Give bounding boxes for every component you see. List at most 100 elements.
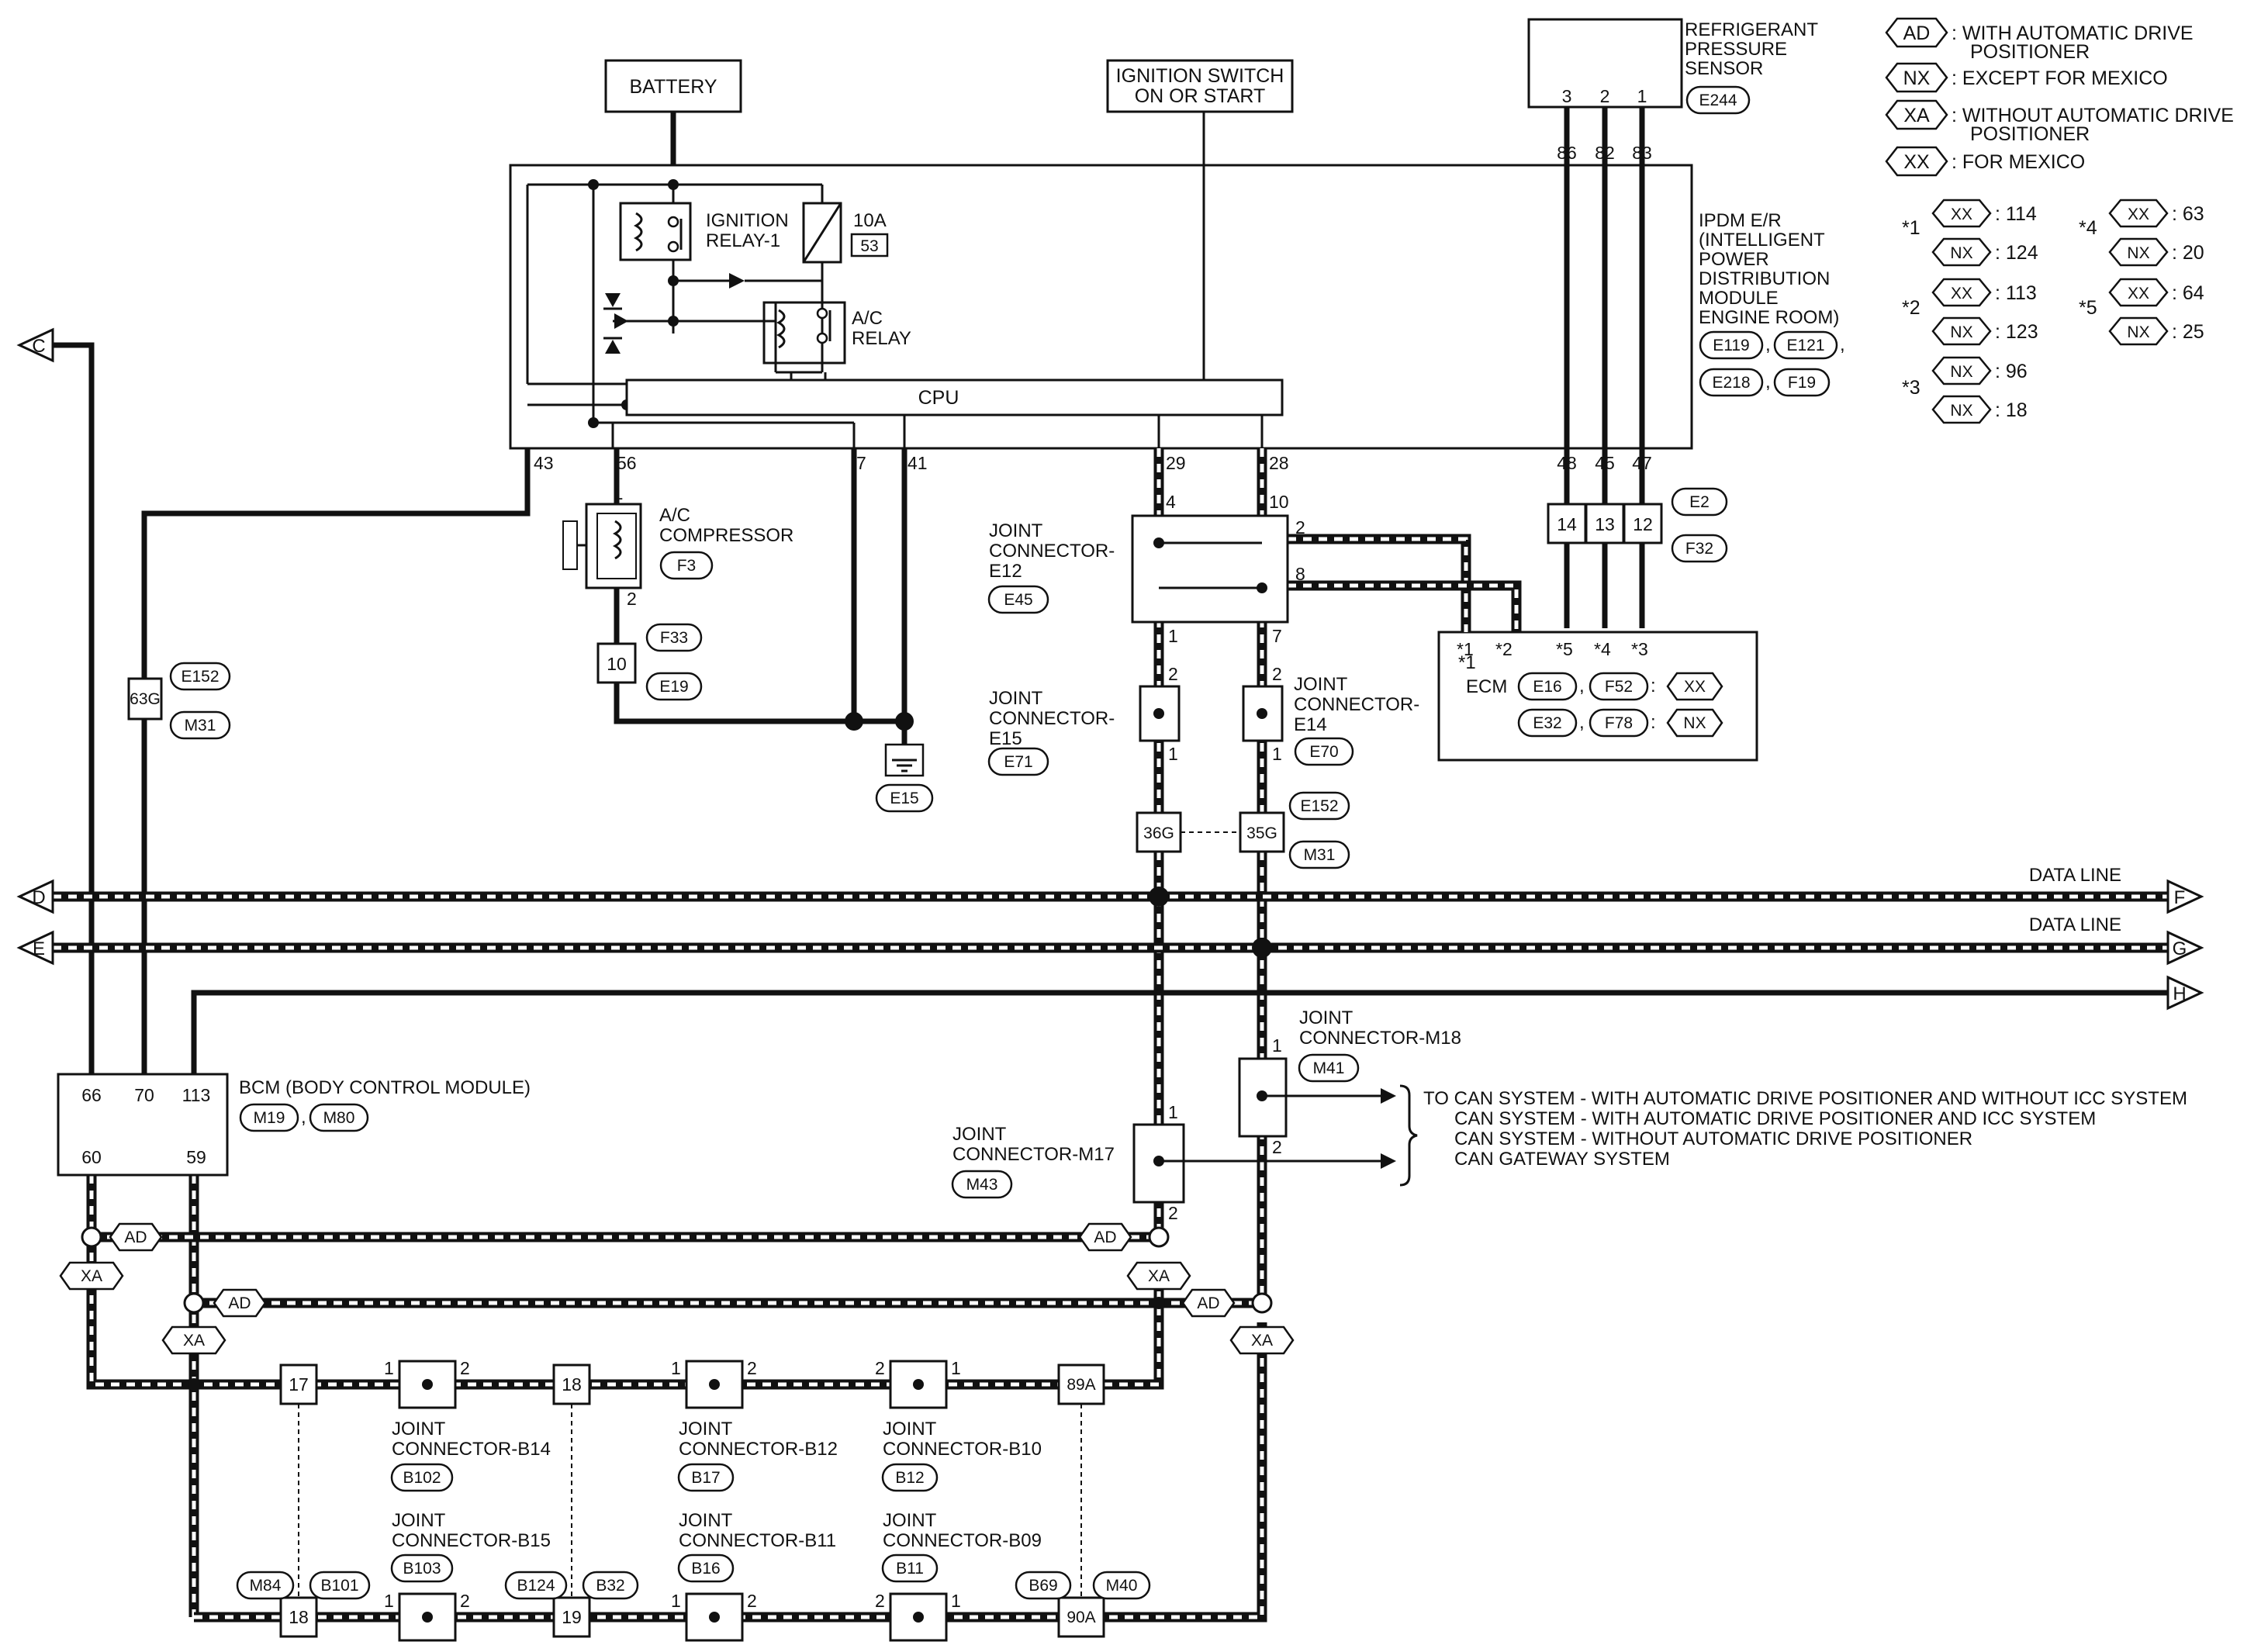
svg-text:XX: XX (2128, 285, 2149, 302)
connector-e119: E119 (1699, 330, 1764, 360)
svg-text:F32: F32 (1685, 540, 1713, 558)
svg-text:,: , (1765, 372, 1771, 392)
svg-text:M41: M41 (1313, 1059, 1345, 1077)
terminal-f: F (2166, 879, 2204, 914)
cpu-block: CPU (625, 378, 1284, 416)
connector-63g: 63G E152 M31 (127, 662, 231, 740)
svg-text:2: 2 (1600, 86, 1610, 106)
svg-text:AD: AD (124, 1229, 147, 1246)
connector-e71: E71 (987, 747, 1049, 776)
star-4: *4 XX : 63 NX : 20 (2079, 199, 2204, 267)
star-2: *2 XX : 113 NX : 123 (1902, 278, 2038, 346)
svg-text:CONNECTOR-: CONNECTOR- (989, 541, 1115, 562)
svg-text:41: 41 (908, 453, 928, 473)
svg-text:2: 2 (747, 1358, 757, 1378)
svg-text:RELAY-1: RELAY-1 (706, 230, 780, 251)
svg-text:: 64: : 64 (2172, 282, 2204, 304)
svg-text:E2: E2 (1689, 493, 1710, 511)
svg-text:2: 2 (875, 1358, 885, 1378)
svg-text:: 63: : 63 (2172, 203, 2204, 225)
svg-text:A/C: A/C (852, 308, 883, 329)
svg-text:1: 1 (1168, 626, 1178, 646)
svg-text:M19: M19 (254, 1109, 285, 1127)
svg-text:*1: *1 (1902, 217, 1920, 239)
svg-text:3: 3 (1562, 86, 1572, 106)
connector-b102: B102 (390, 1463, 454, 1492)
svg-text:A/C: A/C (659, 505, 690, 526)
svg-text:E71: E71 (1004, 753, 1032, 771)
xa-tag-3: XA (161, 1325, 226, 1355)
svg-text:7: 7 (856, 453, 866, 473)
svg-text:E152: E152 (1300, 797, 1338, 815)
svg-text:*4: *4 (2079, 217, 2097, 239)
refrigerant-pressure-sensor: 3 2 1 REFRIGERANT PRESSURE SENSOR E244 (1527, 18, 1818, 115)
connector-m43: M43 (951, 1170, 1013, 1199)
connector-b11: B11 (881, 1554, 939, 1583)
svg-text:PRESSURE: PRESSURE (1685, 39, 1787, 60)
svg-text:,: , (1579, 676, 1585, 696)
svg-text:35G: 35G (1246, 824, 1277, 842)
svg-text:1: 1 (1272, 1035, 1282, 1056)
svg-text:CONNECTOR-B15: CONNECTOR-B15 (392, 1530, 551, 1551)
branch-nodes (81, 1226, 1273, 1391)
connector-e244: E244 (1685, 85, 1751, 115)
svg-text:B32: B32 (596, 1577, 624, 1595)
connector-b16: B16 (677, 1554, 735, 1583)
svg-text:E152: E152 (181, 668, 219, 686)
xa-tag-4: XA (1229, 1325, 1295, 1355)
svg-text:JOINT: JOINT (883, 1510, 937, 1531)
connector-b103: B103 (390, 1554, 454, 1583)
svg-text:C: C (32, 336, 45, 357)
svg-text:JOINT: JOINT (392, 1419, 446, 1439)
connector-10: 10 F33 E19 (596, 623, 703, 701)
connector-m31-left: M31 (169, 710, 231, 740)
legend-xx: XX : FOR MEXICO (1885, 146, 2085, 177)
joint-connector-e14: 2 1 JOINT CONNECTOR- E14 E70 (1242, 664, 1419, 766)
svg-text:,: , (1840, 334, 1845, 355)
svg-text:19: 19 (562, 1607, 582, 1627)
svg-text:1: 1 (614, 483, 624, 503)
svg-text:NX: NX (1903, 67, 1931, 89)
svg-text:12: 12 (1633, 514, 1653, 534)
svg-text:XA: XA (1148, 1267, 1170, 1285)
svg-text:7: 7 (1272, 626, 1282, 646)
svg-text:NX: NX (2127, 323, 2149, 341)
ac-relay: A/C RELAY (762, 301, 911, 365)
can-brace (1399, 1084, 1418, 1187)
svg-text:10: 10 (607, 654, 627, 674)
svg-text:AD: AD (1094, 1229, 1116, 1246)
connector-e45: E45 (987, 585, 1049, 614)
joint-connector-m18: 1 2 JOINT CONNECTOR-M18 M41 (1238, 1007, 1461, 1157)
svg-text:F: F (2174, 887, 2186, 908)
connector-m41: M41 (1298, 1053, 1360, 1083)
svg-text:JOINT: JOINT (1294, 674, 1348, 695)
svg-text:113: 113 (182, 1085, 211, 1105)
svg-text:B101: B101 (320, 1577, 358, 1595)
legend-ad: AD : WITH AUTOMATIC DRIVE POSITIONER (1885, 17, 2194, 63)
svg-text:CONNECTOR-B10: CONNECTOR-B10 (883, 1439, 1042, 1460)
connector-e15: E15 (875, 783, 934, 813)
star-5: *5 XX : 64 NX : 25 (2079, 278, 2204, 346)
svg-text:REFRIGERANT: REFRIGERANT (1685, 19, 1818, 40)
svg-text:AD: AD (228, 1294, 251, 1312)
svg-text:M43: M43 (966, 1176, 998, 1194)
connector-e2: E2 (1671, 487, 1728, 517)
ad-tag-4: AD (1181, 1288, 1236, 1318)
connector-f3: F3 (659, 551, 714, 580)
xa-tag-1: XA (59, 1261, 124, 1291)
svg-text:DISTRIBUTION: DISTRIBUTION (1699, 268, 1830, 289)
connector-f52: F52 (1589, 672, 1649, 701)
svg-text:E121: E121 (1786, 337, 1824, 354)
svg-text:90A: 90A (1067, 1609, 1095, 1626)
connector-m84: M84 (236, 1571, 295, 1600)
svg-text:: FOR MEXICO: : FOR MEXICO (1952, 151, 2085, 173)
ground-e15: E15 (875, 743, 934, 813)
svg-text:E70: E70 (1309, 743, 1338, 761)
svg-text:14: 14 (1557, 514, 1577, 534)
svg-text:2: 2 (1168, 664, 1178, 684)
svg-text:B11: B11 (896, 1560, 924, 1578)
svg-text:1: 1 (1272, 744, 1282, 764)
connector-e70: E70 (1294, 737, 1354, 766)
connector-b12: B12 (881, 1463, 939, 1492)
